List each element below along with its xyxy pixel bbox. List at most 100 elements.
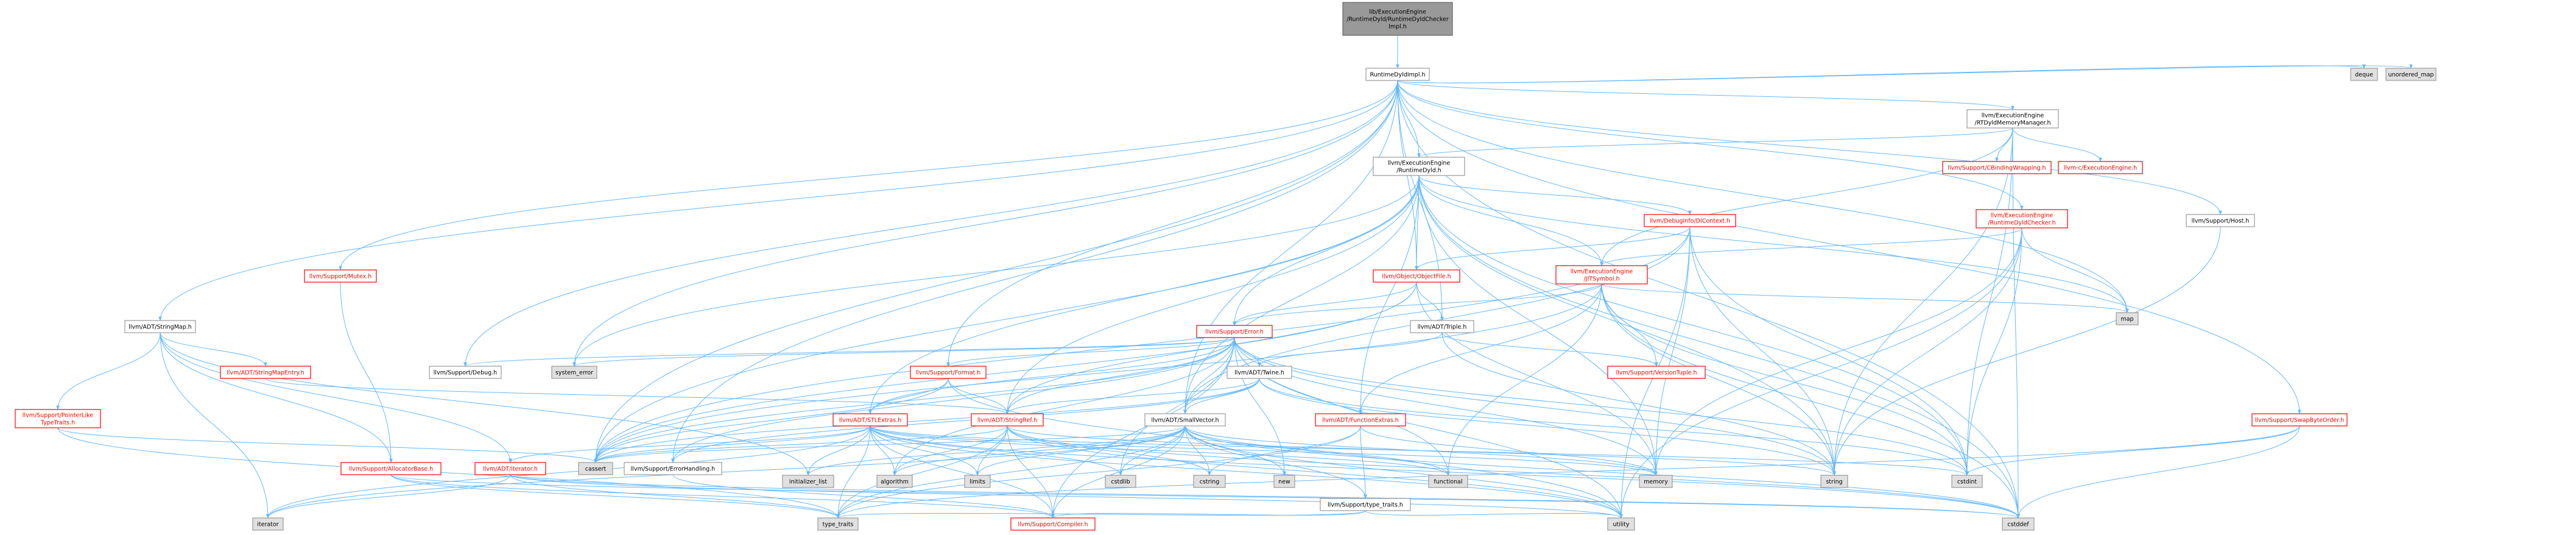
- node-box: [1428, 475, 1468, 488]
- node-box: [1105, 475, 1136, 488]
- node-jitsym[interactable]: llvm/ExecutionEngine/JITSymbol.h: [1555, 265, 1648, 285]
- node-label: unordered_map: [2388, 72, 2434, 79]
- edge-plt-to-typetraits: [57, 427, 840, 519]
- node-rd[interactable]: llvm/ExecutionEngine/RuntimeDyld.h: [1373, 157, 1465, 176]
- node-errh[interactable]: llvm/Support/ErrorHandling.h: [624, 462, 722, 475]
- edge-jitsym-to-funcext: [1359, 283, 1602, 414]
- edge-dicontext-to-cassert: [594, 226, 1691, 463]
- node-functional: functional: [1428, 475, 1468, 488]
- node-stlextras[interactable]: llvm/ADT/STLExtras.h: [832, 413, 908, 427]
- node-rdc[interactable]: llvm/ExecutionEngine/RuntimeDyldChecker.…: [1976, 209, 2068, 229]
- edge-strmap-to-allocbase: [160, 332, 393, 463]
- edge-strref-to-algorithm: [893, 425, 1008, 476]
- edge-rd-to-cstdint: [1418, 175, 1969, 476]
- node-funcext[interactable]: llvm/ADT/FunctionExtras.h: [1315, 413, 1406, 427]
- node-label: llvm/Support/PointerLike: [23, 413, 94, 419]
- edge-rd-to-jitsym: [1418, 175, 1603, 266]
- node-cstring: cstring: [1193, 475, 1226, 488]
- node-mutex[interactable]: llvm/Support/Mutex.h: [304, 269, 377, 283]
- node-vtuple[interactable]: llvm/Support/VersionTuple.h: [1607, 366, 1706, 379]
- node-error[interactable]: llvm/Support/Error.h: [1196, 325, 1273, 338]
- node-label: llvm-c/ExecutionEngine.h: [2064, 165, 2137, 172]
- node-algorithm: algorithm: [876, 475, 913, 488]
- node-box: [429, 366, 502, 379]
- node-box: [1196, 325, 1273, 338]
- edge-smm-to-rd: [1417, 127, 2013, 158]
- edge-rdc-to-jitsym: [1600, 227, 2022, 266]
- node-debug[interactable]: llvm/Support/Debug.h: [429, 366, 502, 379]
- edge-jitsym-to-cstddef: [1601, 283, 2020, 519]
- edge-stlextras-to-iterator: [509, 425, 871, 463]
- edge-jitsym-to-map: [1601, 283, 2129, 313]
- node-label: llvm/ADT/SmallVector.h: [1152, 417, 1219, 424]
- node-triple[interactable]: llvm/ADT/Triple.h: [1410, 320, 1474, 333]
- edge-jitsym-to-error: [1233, 283, 1602, 326]
- node-label: llvm/ADT/StringRef.h: [977, 417, 1037, 424]
- node-label: llvm/ADT/STLExtras.h: [839, 417, 901, 424]
- node-allocbase[interactable]: llvm/Support/AllocatorBase.h: [340, 462, 442, 475]
- node-objfile[interactable]: llvm/Object/ObjectFile.h: [1373, 269, 1460, 283]
- edge-format-to-cassert: [594, 378, 949, 463]
- edge-strmap-to-iteratorstd: [160, 332, 270, 519]
- node-rdi[interactable]: RuntimeDyldImpl.h: [1365, 68, 1430, 81]
- node-syserr: system_error: [551, 366, 597, 379]
- node-cstddef: cstddef: [2002, 517, 2035, 531]
- node-strref[interactable]: llvm/ADT/StringRef.h: [971, 413, 1044, 427]
- node-label: /RTDyldMemoryManager.h: [1975, 120, 2051, 127]
- node-box: [964, 475, 991, 488]
- edge-mutex-to-allocbase: [340, 282, 393, 463]
- edge-smallvec-to-functional: [1184, 425, 1450, 476]
- edge-sbo-to-cstddef: [2016, 425, 2300, 519]
- node-strmap[interactable]: llvm/ADT/StringMap.h: [124, 320, 196, 333]
- node-cee[interactable]: llvm-c/ExecutionEngine.h: [2058, 161, 2143, 174]
- edge-smm-to-cstdint: [1965, 127, 2013, 476]
- node-smallvec[interactable]: llvm/ADT/SmallVector.h: [1144, 413, 1226, 427]
- edge-rdi-to-mutex: [339, 80, 1398, 271]
- node-cbw[interactable]: llvm/Support/CBindingWrapping.h: [1942, 161, 2052, 174]
- edge-error-to-new: [1234, 337, 1286, 476]
- node-box: [1320, 498, 1411, 511]
- edge-rdi-to-triple: [1397, 80, 1444, 321]
- node-box: [1639, 475, 1673, 488]
- node-compiler[interactable]: llvm/Support/Compiler.h: [1010, 517, 1096, 531]
- edge-rdi-to-format: [946, 80, 1398, 367]
- node-format[interactable]: llvm/Support/Format.h: [910, 366, 987, 379]
- node-box: [1607, 366, 1706, 379]
- edge-error-to-format: [946, 337, 1235, 367]
- edge-allocbase-to-typetraits: [390, 474, 840, 519]
- node-sme[interactable]: llvm/ADT/StringMapEntry.h: [220, 366, 311, 379]
- edge-iterator-to-iteratorstd: [266, 474, 511, 519]
- node-box: [220, 366, 311, 379]
- edge-rdi-to-deque: [1397, 64, 2366, 83]
- dependency-edges: [56, 35, 2413, 519]
- node-box: [1373, 269, 1460, 283]
- node-smm[interactable]: llvm/ExecutionEngine/RTDyldMemoryManager…: [1966, 109, 2059, 129]
- node-box: [551, 366, 597, 379]
- node-twine[interactable]: llvm/ADT/Twine.h: [1226, 366, 1292, 379]
- node-typetraitsh[interactable]: llvm/Support/type_traits.h: [1320, 498, 1411, 511]
- node-label: llvm/Support/Debug.h: [434, 370, 497, 377]
- node-iterator[interactable]: llvm/ADT/iterator.h: [474, 462, 546, 475]
- node-root[interactable]: lib/ExecutionEngine/RuntimeDyld/RuntimeD…: [1342, 2, 1453, 36]
- node-label: iterator: [257, 522, 278, 528]
- edge-smm-to-string: [1832, 127, 2013, 476]
- node-label: llvm/Support/VersionTuple.h: [1616, 370, 1697, 377]
- edge-error-to-debug: [463, 337, 1235, 367]
- node-sbo[interactable]: llvm/Support/SwapByteOrder.h: [2251, 413, 2348, 427]
- edge-rdc-to-utility: [1619, 227, 2022, 519]
- edge-rdc-to-map: [2021, 227, 2129, 313]
- edge-smallvec-to-cstdlib: [1119, 425, 1186, 476]
- edge-funcext-to-cstring: [1208, 425, 1361, 476]
- node-dicontext[interactable]: llvm/DebugInfo/DIContext.h: [1644, 214, 1736, 227]
- node-label: llvm/Support/SwapByteOrder.h: [2255, 417, 2345, 424]
- node-host[interactable]: llvm/Support/Host.h: [2186, 214, 2255, 227]
- node-box: [910, 366, 987, 379]
- node-utility: utility: [1607, 517, 1635, 531]
- edge-rd-to-error: [1233, 175, 1420, 326]
- node-box: [782, 475, 834, 488]
- edge-objfile-to-cassert: [594, 282, 1417, 463]
- node-label: llvm/ExecutionEngine: [1991, 213, 2053, 219]
- node-box: [1144, 413, 1226, 427]
